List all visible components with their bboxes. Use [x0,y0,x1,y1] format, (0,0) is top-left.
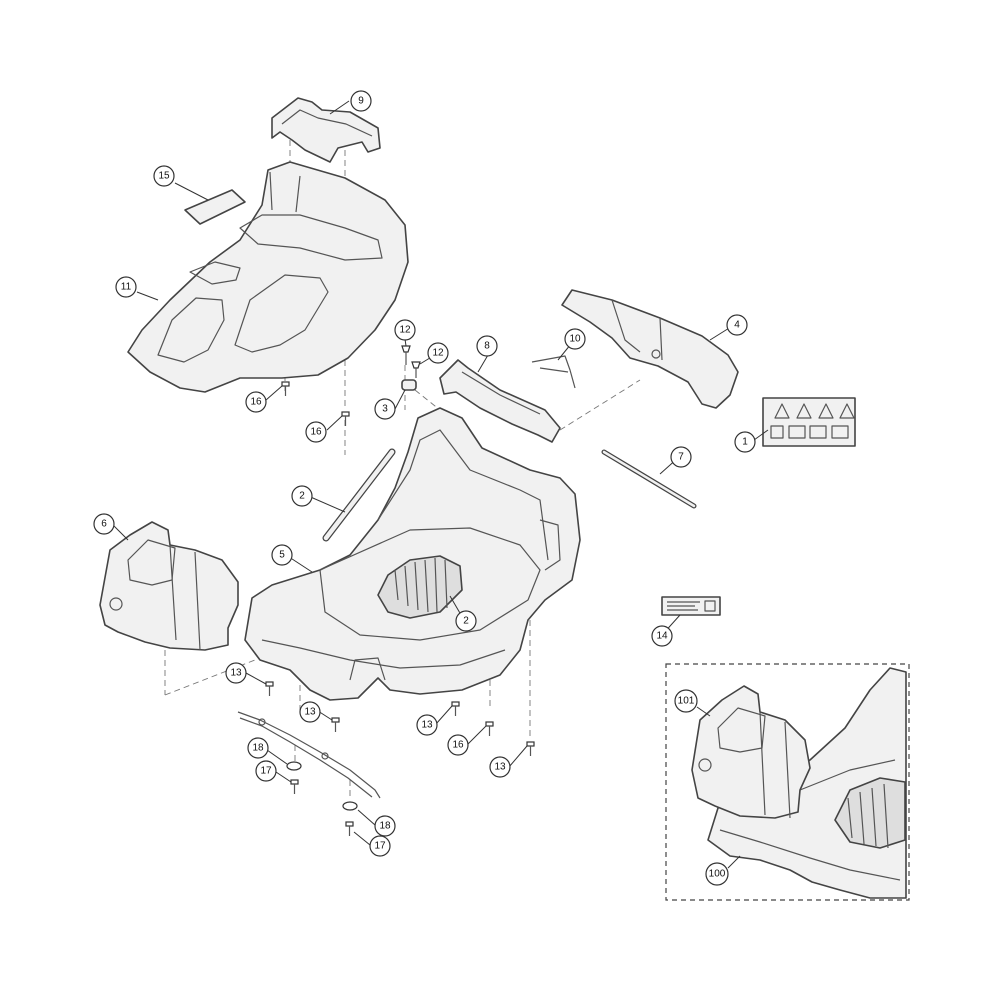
callout-13a: 13 [225,662,247,684]
screw-icon [451,701,460,716]
callout-2a: 2 [291,485,313,507]
callout-101: 101 [674,689,698,713]
svg-text:8: 8 [484,341,490,352]
callout-5: 5 [271,544,293,566]
svg-text:14: 14 [656,631,668,642]
screw-icon [265,681,274,696]
svg-text:17: 17 [374,841,386,852]
svg-text:16: 16 [452,740,464,751]
rating-plate-icon [667,600,716,612]
callout-17a: 17 [255,760,277,782]
callout-16a: 16 [245,391,267,413]
callout-13c: 13 [416,714,438,736]
inset-detail [665,663,910,901]
warning-label-icon [770,403,855,439]
washer-icon [286,761,302,771]
svg-text:7: 7 [678,452,684,463]
callout-9: 9 [350,90,372,112]
svg-text:3: 3 [382,404,388,415]
svg-text:11: 11 [121,282,132,293]
part-12-screws [401,345,421,378]
part-10-spring [531,355,576,389]
svg-text:16: 16 [250,397,262,408]
part-1-warning-label [762,397,856,447]
callout-15: 15 [153,165,175,187]
svg-text:9: 9 [358,96,364,107]
part-8-rear-bracket [439,359,561,443]
washer-icon [342,801,358,811]
svg-text:5: 5 [279,550,285,561]
svg-text:18: 18 [252,743,264,754]
part-6-rear-cover [99,521,239,651]
screw-icon [341,411,350,426]
callout-13d: 13 [489,756,511,778]
svg-text:2: 2 [299,491,305,502]
svg-text:13: 13 [494,762,506,773]
callout-17b: 17 [369,835,391,857]
svg-text:10: 10 [569,334,581,345]
callout-8: 8 [476,335,498,357]
callout-16c: 16 [447,734,469,756]
part-3-bushing [401,379,417,391]
callout-7: 7 [670,446,692,468]
svg-text:13: 13 [230,668,242,679]
screw-icon [526,741,535,756]
part-5-deck-chassis [244,407,581,701]
svg-text:12: 12 [399,325,411,336]
callout-16b: 16 [305,421,327,443]
callout-12b: 12 [427,342,449,364]
svg-text:18: 18 [379,821,391,832]
part-9-handle-grip [271,97,381,163]
callout-11: 11 [115,276,137,298]
callout-12a: 12 [394,319,416,341]
callout-4: 4 [726,314,748,336]
svg-text:4: 4 [734,320,740,331]
callout-3: 3 [374,398,396,420]
inset-deck [707,667,907,899]
callout-13b: 13 [299,701,321,723]
svg-text:101: 101 [678,696,695,707]
part-11-top-cover [127,161,409,393]
inset-rear-cover [691,685,811,819]
leader-lines [111,100,769,869]
lower-axle-bracket [237,711,381,799]
svg-text:15: 15 [158,171,170,182]
svg-text:17: 17 [260,766,272,777]
svg-text:13: 13 [421,720,433,731]
screw-set [265,381,535,836]
svg-text:13: 13 [304,707,316,718]
screw-icon [345,821,354,836]
part-15-sticker [184,189,246,225]
callout-10: 10 [564,328,586,350]
svg-text:12: 12 [432,348,444,359]
svg-text:2: 2 [463,616,469,627]
svg-text:100: 100 [709,869,726,880]
screw-icon [281,381,290,396]
screw-icon [331,717,340,732]
callouts: 9 15 11 4 10 12 12 8 3 16 16 1 7 2 6 5 2… [93,90,756,886]
svg-text:16: 16 [310,427,322,438]
svg-text:1: 1 [742,437,748,448]
screw-icon [485,721,494,736]
callout-100: 100 [705,862,729,886]
callout-1: 1 [734,431,756,453]
callout-6: 6 [93,513,115,535]
callout-14: 14 [651,625,673,647]
screw-icon [290,779,299,794]
callout-18b: 18 [374,815,396,837]
inset-frame [665,663,910,901]
callout-18a: 18 [247,737,269,759]
svg-text:6: 6 [101,519,107,530]
part-4-side-flap [561,289,739,409]
part-7-axle-rod [601,449,697,509]
callout-2b: 2 [455,610,477,632]
part-14-rating-plate [661,596,721,616]
